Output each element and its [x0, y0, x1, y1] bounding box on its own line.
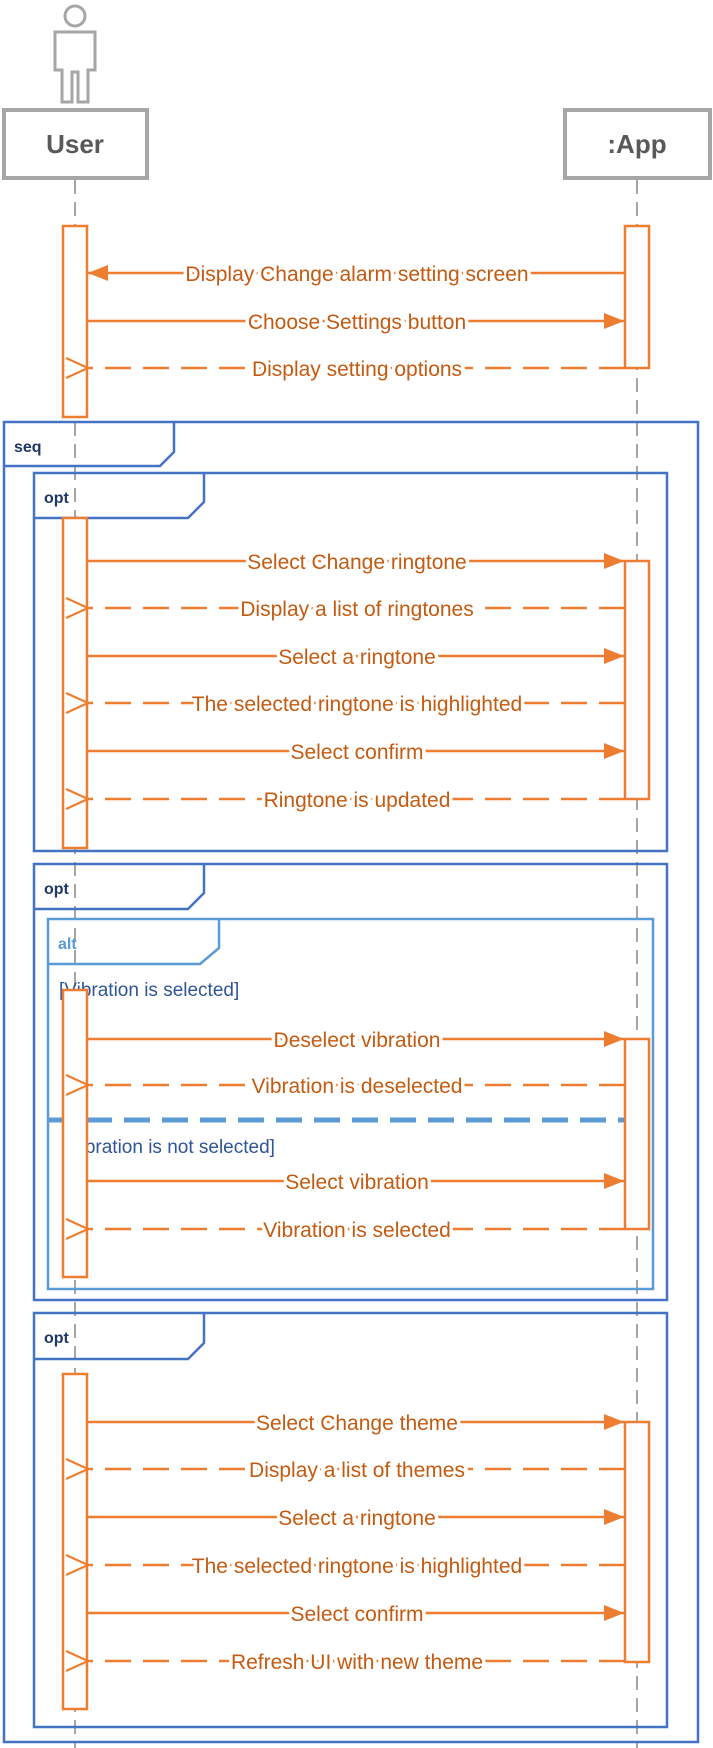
seq-frame [2, 420, 700, 1744]
message-label-4: Select Change ringtone [247, 551, 467, 574]
app-activation-1 [623, 224, 651, 370]
alt-guard-first: [Vibration is selected] [59, 980, 239, 1001]
message-label-12: Select vibration [285, 1171, 429, 1194]
participant-app-label: :App [607, 129, 666, 159]
message-label-1: Display Change alarm setting screen [185, 263, 528, 286]
opt-frame-1 [32, 471, 669, 853]
message-label-16: Select a ringtone [278, 1507, 436, 1530]
message-label-3: Display setting options [252, 358, 462, 381]
participant-user-label: User [46, 129, 104, 159]
alt-frame-tag: alt [58, 936, 77, 953]
user-activation-1 [61, 224, 89, 419]
opt-frame-2-tag: opt [44, 881, 70, 898]
alt-guard-second: [Vibration is not selected] [63, 1137, 275, 1158]
app-activation-4 [623, 1420, 651, 1664]
seq-frame-tag: seq [14, 439, 42, 456]
message-label-15: Display a list of themes [249, 1459, 465, 1482]
message-label-10: Deselect vibration [274, 1029, 441, 1052]
opt-frame-1-tag: opt [44, 490, 70, 507]
message-label-11: Vibration is deselected [252, 1075, 463, 1098]
opt-frame-3 [32, 1311, 669, 1729]
message-label-19: Refresh UI with new theme [231, 1651, 483, 1674]
message-label-9: Ringtone is updated [264, 789, 451, 812]
alt-frame [46, 917, 655, 1291]
message-label-6: Select a ringtone [278, 646, 436, 669]
user-activation-2 [61, 516, 89, 850]
message-label-17: The selected ringtone is highlighted [192, 1555, 522, 1578]
app-activation-2 [623, 559, 651, 801]
participant-user[interactable]: User [2, 108, 149, 180]
message-label-7: The selected ringtone is highlighted [192, 693, 522, 716]
user-activation-3 [61, 988, 89, 1279]
app-activation-3 [623, 1037, 651, 1231]
message-label-5: Display a list of ringtones [240, 598, 473, 621]
participant-app[interactable]: :App [563, 108, 712, 180]
message-label-8: Select confirm [290, 741, 423, 764]
opt-frame-3-tag: opt [44, 1330, 70, 1347]
message-label-14: Select Change theme [256, 1412, 458, 1435]
message-label-2: Choose Settings button [248, 311, 466, 334]
user-activation-4 [61, 1372, 89, 1711]
message-label-13: Vibration is selected [263, 1219, 451, 1242]
message-label-18: Select confirm [290, 1603, 423, 1626]
user-actor-icon [53, 4, 97, 104]
opt-frame-2 [32, 862, 669, 1302]
